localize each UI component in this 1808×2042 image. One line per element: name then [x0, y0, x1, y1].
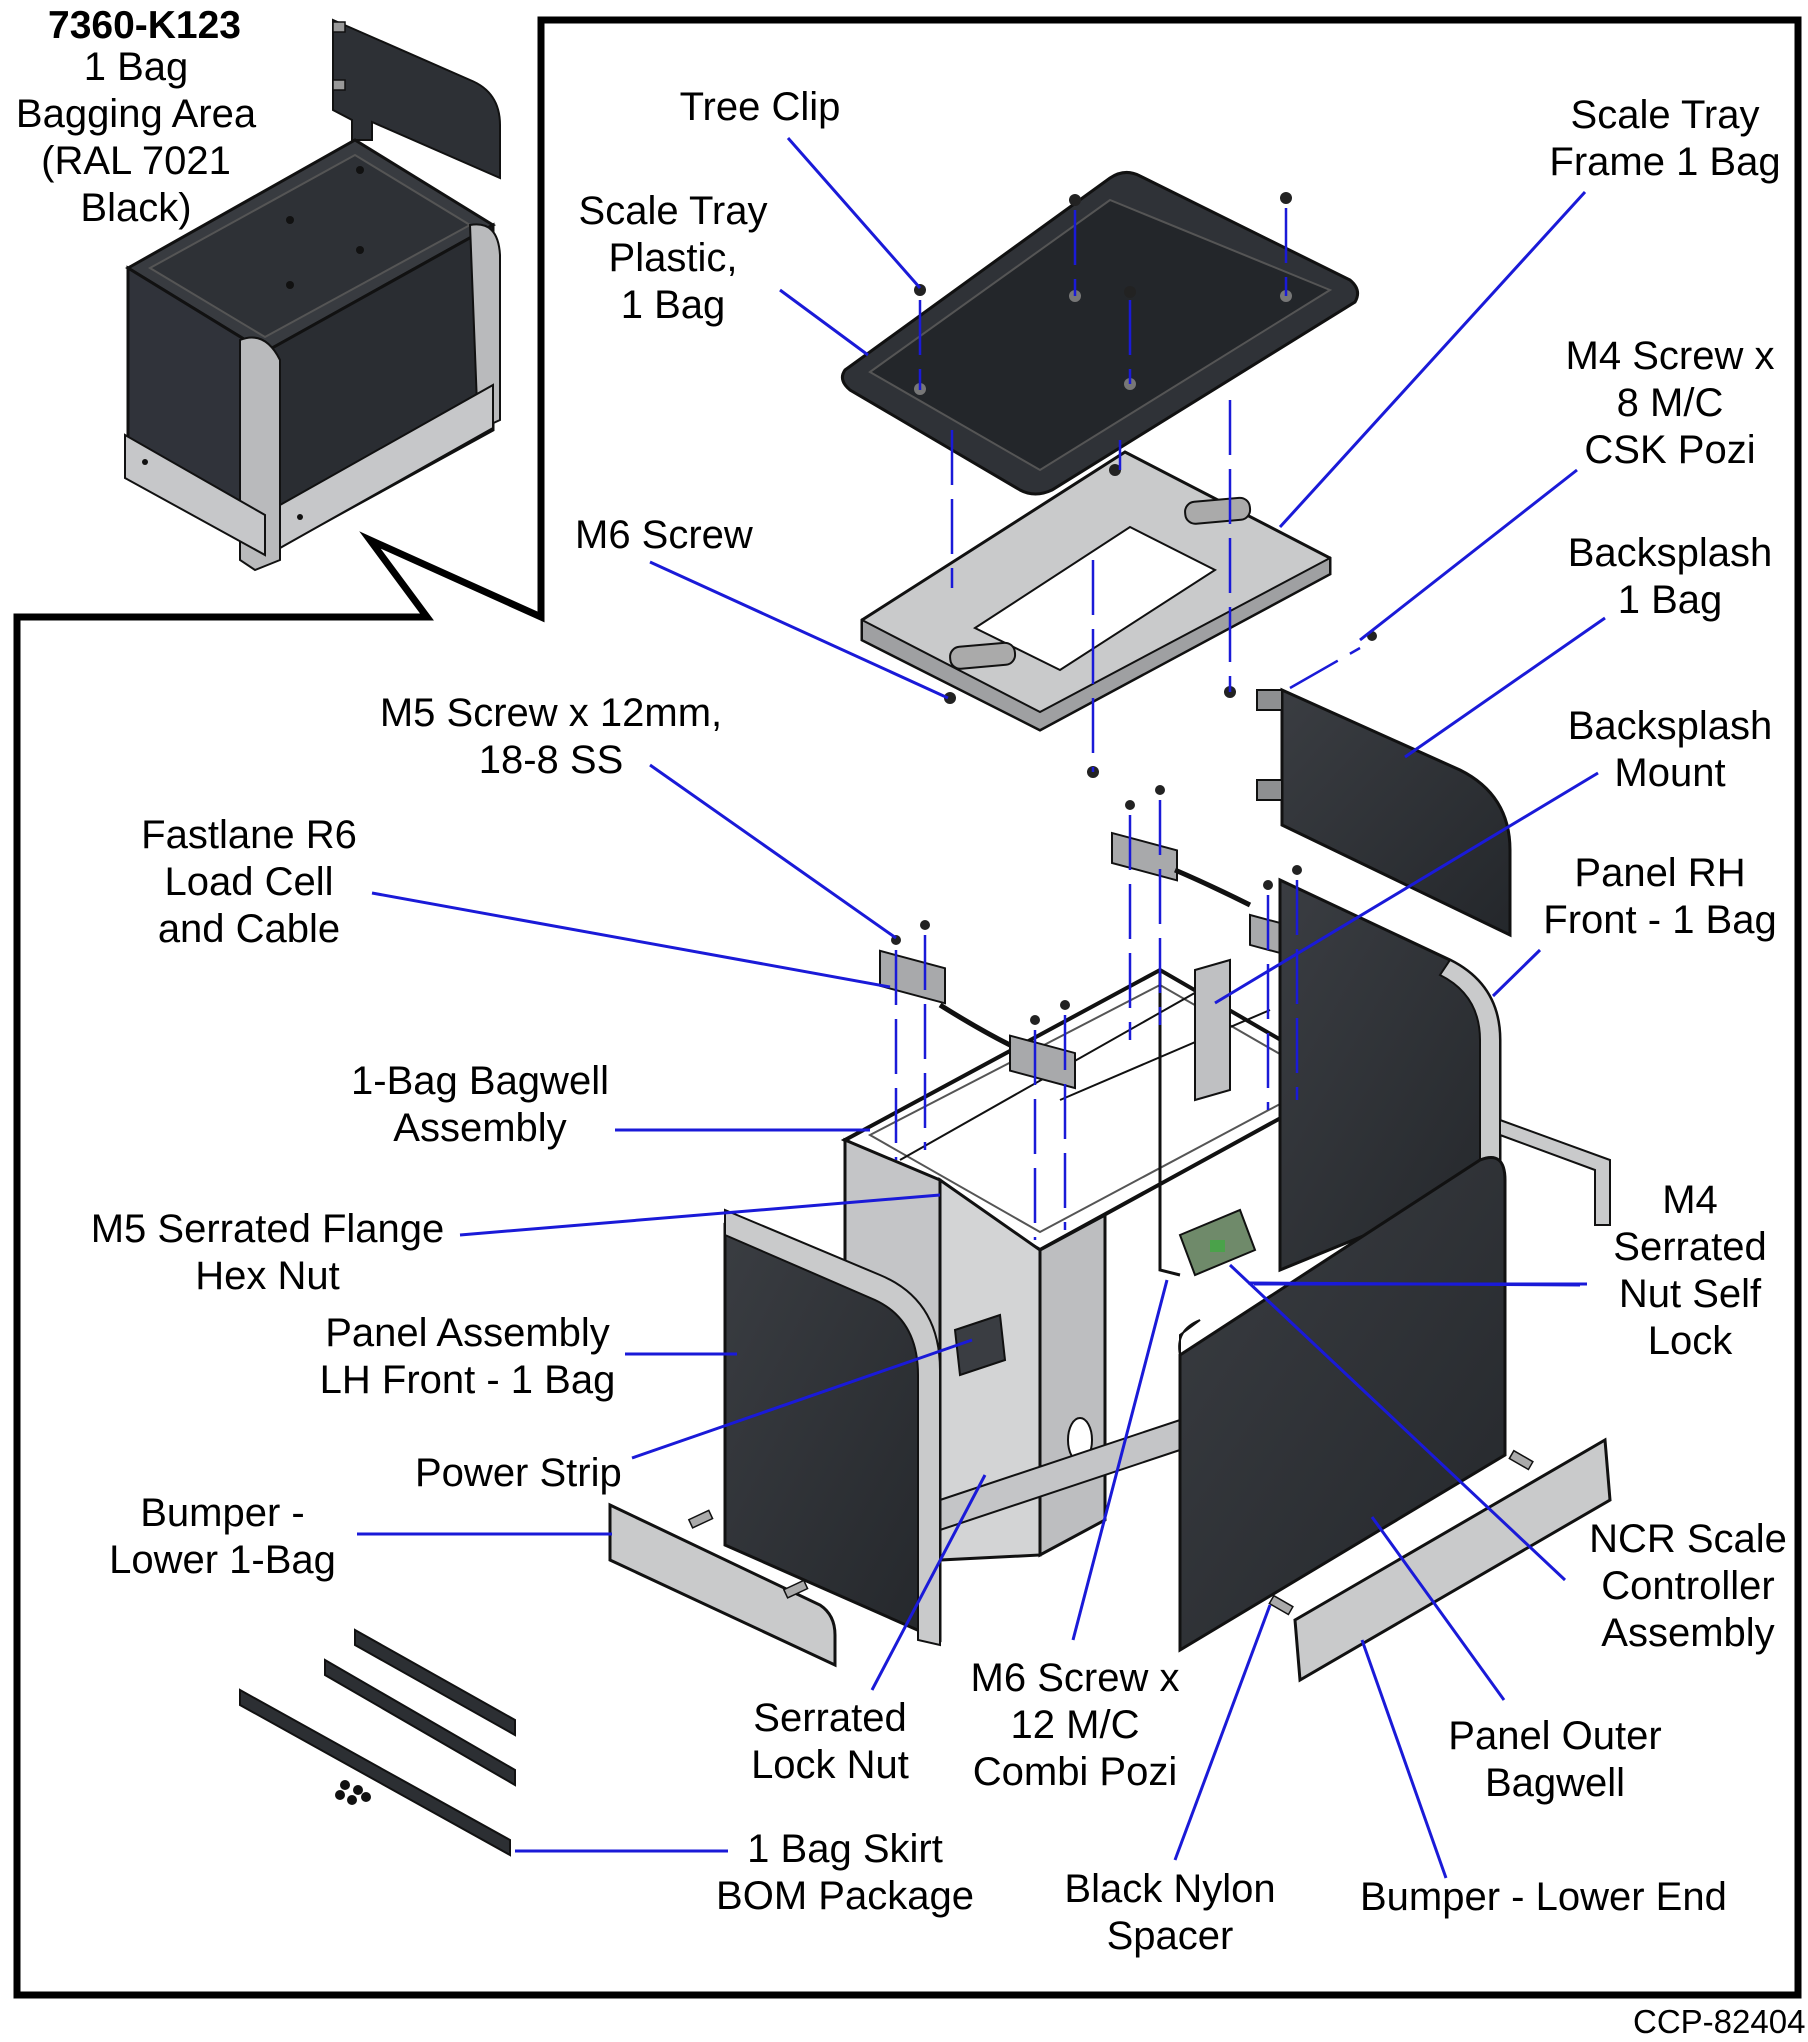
- bumper-lower-end: [1293, 1437, 1612, 1683]
- kit-part-number: 7360-K123: [48, 4, 241, 47]
- label-scale-tray-frame: Scale Tray Frame 1 Bag: [1549, 93, 1781, 184]
- kit-description: 1 Bag Bagging Area (RAL 7021 Black): [15, 45, 257, 230]
- inset-assembled-unit: [124, 18, 501, 572]
- bumper-lower-1bag: [608, 1502, 837, 1668]
- backsplash-mount: [1194, 958, 1231, 1102]
- label-serrated-lock-nut: Serrated Lock Nut: [751, 1696, 909, 1787]
- side-bracket-right: [1499, 1118, 1611, 1226]
- label-backsplash-mount: Backsplash Mount: [1567, 704, 1773, 795]
- label-load-cell: Fastlane R6 Load Cell and Cable: [141, 813, 357, 951]
- label-panel-outer-bagwell: Panel Outer Bagwell: [1448, 1714, 1662, 1805]
- scale-tray-plastic: [840, 171, 1360, 496]
- label-skirt-bom: 1 Bag Skirt BOM Package: [716, 1827, 974, 1918]
- scale-tray-frame: [860, 450, 1332, 732]
- reference-number: CCP-82404: [1633, 2003, 1806, 2040]
- label-m6-screw: M6 Screw: [575, 513, 753, 557]
- label-scale-tray-plastic: Scale Tray Plastic, 1 Bag: [578, 189, 768, 327]
- callout-frame: [13, 16, 1802, 1999]
- label-bagwell-assembly: 1-Bag Bagwell Assembly: [351, 1059, 609, 1150]
- label-bumper-lower-end: Bumper - Lower End: [1360, 1875, 1727, 1919]
- backsplash: [1256, 687, 1512, 938]
- label-backsplash: Backsplash 1 Bag: [1567, 531, 1773, 622]
- skirt-bom-package: [239, 1628, 516, 1857]
- panel-outer-bagwell: [1178, 1156, 1507, 1653]
- label-ncr-scale-controller: NCR Scale Controller Assembly: [1589, 1517, 1787, 1655]
- label-m5-screw: M5 Screw x 12mm, 18-8 SS: [379, 691, 723, 782]
- label-m4-screw: M4 Screw x 8 M/C CSK Pozi: [1565, 334, 1775, 472]
- ncr-scale-controller: [1178, 1208, 1257, 1277]
- label-power-strip: Power Strip: [415, 1451, 622, 1495]
- power-strip: [953, 1313, 1007, 1377]
- assembly-lines: [894, 208, 1361, 1240]
- bagwell-frame: [840, 967, 1355, 1563]
- label-panel-lh-front: Panel Assembly LH Front - 1 Bag: [319, 1311, 616, 1402]
- spacers: [687, 1449, 1534, 1616]
- label-m5-flange-nut: M5 Serrated Flange Hex Nut: [90, 1207, 445, 1298]
- label-m4-serrated-nut: M4 Serrated Nut Self Lock: [1613, 1178, 1767, 1363]
- label-m6-screw-combi: M6 Screw x 12 M/C Combi Pozi: [970, 1656, 1180, 1794]
- label-black-nylon-spacer: Black Nylon Spacer: [1064, 1867, 1276, 1958]
- label-tree-clip: Tree Clip: [679, 85, 841, 129]
- label-panel-rh-front: Panel RH Front - 1 Bag: [1543, 851, 1777, 942]
- screws: [891, 192, 1377, 1025]
- label-bumper-lower: Bumper - Lower 1-Bag: [109, 1491, 336, 1582]
- leader-lines: [357, 137, 1606, 1879]
